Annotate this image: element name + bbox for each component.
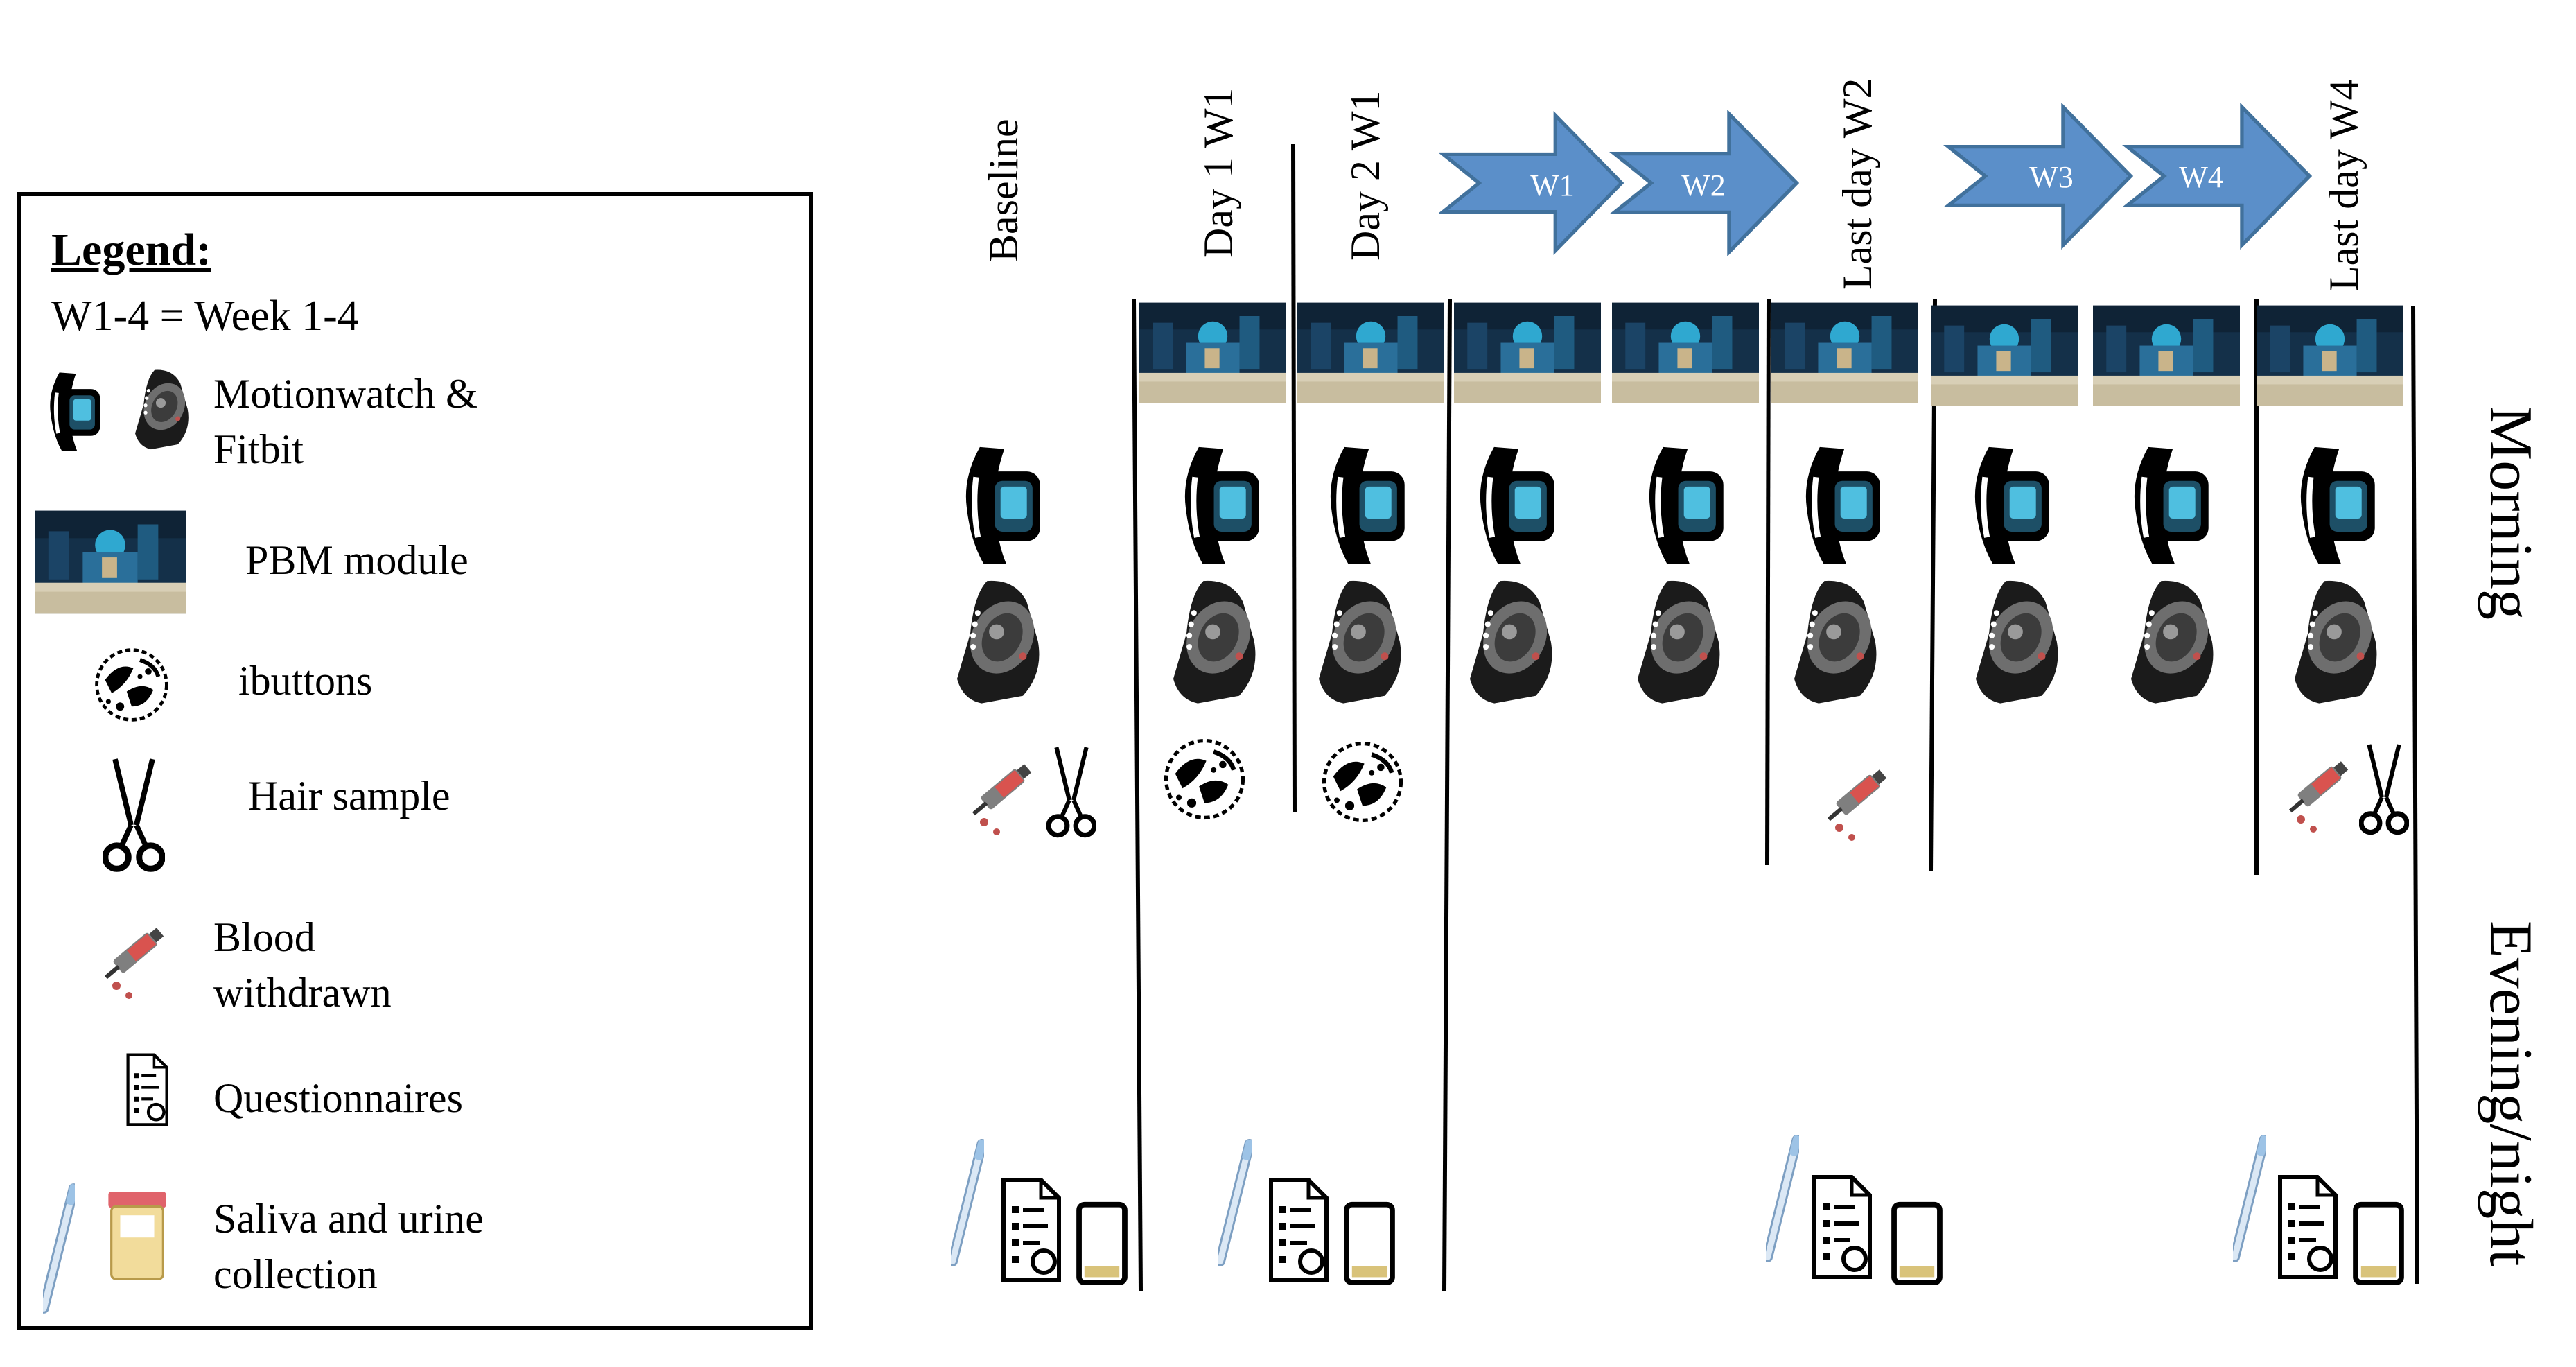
legend-label-collection: collection bbox=[213, 1251, 378, 1297]
arrow-label-w2: W2 bbox=[1681, 168, 1726, 202]
watch-icon bbox=[966, 447, 1040, 564]
fitbit-icon bbox=[1638, 580, 1724, 704]
pbm-module-icon bbox=[2257, 305, 2403, 406]
blood-syringe-icon bbox=[1823, 767, 1889, 841]
separator-2 bbox=[1291, 143, 1297, 813]
legend-label-pbm: PBM module bbox=[245, 537, 468, 583]
blood-syringe-icon bbox=[2285, 759, 2350, 833]
arrow-label-w3: W3 bbox=[2029, 160, 2074, 194]
legend-label-saliva: Saliva and urine bbox=[213, 1196, 484, 1242]
fitbit-row bbox=[957, 580, 2381, 704]
scissors-icon bbox=[2361, 745, 2407, 833]
separator-1 bbox=[1132, 299, 1143, 1291]
fitbit-icon bbox=[2131, 580, 2218, 704]
watch-icon bbox=[2301, 447, 2375, 564]
fitbit-icon bbox=[1173, 580, 1260, 704]
urine-cup-icon bbox=[1347, 1205, 1392, 1282]
timepoint-day1-w1: Day 1 W1 bbox=[1195, 87, 1241, 258]
arrow-label-w4: W4 bbox=[2179, 160, 2223, 194]
urine-cup-icon bbox=[2356, 1205, 2401, 1282]
watch-row bbox=[966, 447, 2375, 564]
questionnaire-icon bbox=[1271, 1180, 1326, 1280]
side-label-morning: Morning bbox=[2477, 406, 2544, 620]
pbm-module-icon bbox=[1771, 302, 1918, 403]
ibutton-icon bbox=[1166, 741, 1243, 818]
pbm-module-icon bbox=[2093, 305, 2240, 406]
questionnaire-icon bbox=[128, 1055, 167, 1125]
timepoint-day2-w1: Day 2 W1 bbox=[1342, 90, 1388, 261]
separator-4 bbox=[1765, 299, 1771, 866]
legend-label-blood: Blood bbox=[213, 914, 315, 960]
watch-icon bbox=[1806, 447, 1880, 564]
legend-label-motionwatch: Motionwatch & bbox=[213, 371, 478, 417]
scissors-icon bbox=[1049, 747, 1094, 835]
pbm-module-icon bbox=[1139, 302, 1286, 403]
samples-row bbox=[968, 741, 2407, 841]
watch-icon bbox=[2135, 447, 2209, 564]
side-label-evening-night: Evening/night bbox=[2477, 921, 2544, 1266]
questionnaire-icon bbox=[1004, 1180, 1059, 1280]
fitbit-icon bbox=[1976, 580, 2062, 704]
saliva-tube-icon bbox=[1218, 1138, 1252, 1268]
fitbit-icon bbox=[2295, 580, 2381, 704]
pbm-module-icon bbox=[35, 510, 186, 614]
pbm-module-icon bbox=[1612, 302, 1759, 403]
blood-syringe-icon bbox=[968, 762, 1033, 835]
saliva-tube-icon bbox=[2233, 1133, 2266, 1264]
urine-cup-icon bbox=[107, 1190, 168, 1280]
arrow-label-w1: W1 bbox=[1530, 168, 1575, 202]
fitbit-icon bbox=[1794, 580, 1881, 704]
legend-abbrev: W1-4 = Week 1-4 bbox=[51, 293, 359, 340]
legend-label-ibuttons: ibuttons bbox=[238, 658, 372, 704]
watch-icon bbox=[1185, 447, 1259, 564]
fitbit-icon bbox=[957, 580, 1044, 704]
legend-label-questionnaires: Questionnaires bbox=[213, 1075, 463, 1121]
timepoint-baseline: Baseline bbox=[981, 119, 1026, 262]
saliva-tube-icon bbox=[1766, 1133, 1799, 1264]
legend-label-fitbit: Fitbit bbox=[213, 426, 304, 472]
pbm-row bbox=[1139, 302, 2403, 406]
fitbit-icon bbox=[1319, 580, 1405, 704]
questionnaire-icon bbox=[2280, 1177, 2336, 1277]
separator-7 bbox=[2411, 306, 2419, 1285]
legend-box bbox=[17, 192, 813, 1330]
watch-icon bbox=[1649, 447, 1724, 564]
timepoint-last-day-w2: Last day W2 bbox=[1834, 78, 1880, 290]
legend-title: Legend: bbox=[51, 225, 211, 275]
pbm-module-icon bbox=[1931, 305, 2078, 406]
legend-label-withdrawn: withdrawn bbox=[213, 970, 392, 1016]
watch-icon bbox=[1480, 447, 1554, 564]
urine-cup-icon bbox=[1079, 1205, 1125, 1282]
questionnaire-icon bbox=[1814, 1177, 1870, 1277]
pbm-module-icon bbox=[1454, 302, 1601, 403]
evening-row bbox=[951, 1133, 2401, 1282]
timepoint-last-day-w4: Last day W4 bbox=[2321, 80, 2367, 291]
pbm-module-icon bbox=[1297, 302, 1444, 403]
watch-icon bbox=[1975, 447, 2049, 564]
saliva-tube-icon bbox=[951, 1138, 984, 1268]
separator-3 bbox=[1442, 299, 1452, 1291]
legend-label-hair: Hair sample bbox=[248, 773, 450, 819]
fitbit-icon bbox=[1470, 580, 1557, 704]
watch-icon bbox=[1331, 447, 1405, 564]
ibutton-icon bbox=[1324, 744, 1401, 821]
urine-cup-icon bbox=[1894, 1205, 1940, 1282]
